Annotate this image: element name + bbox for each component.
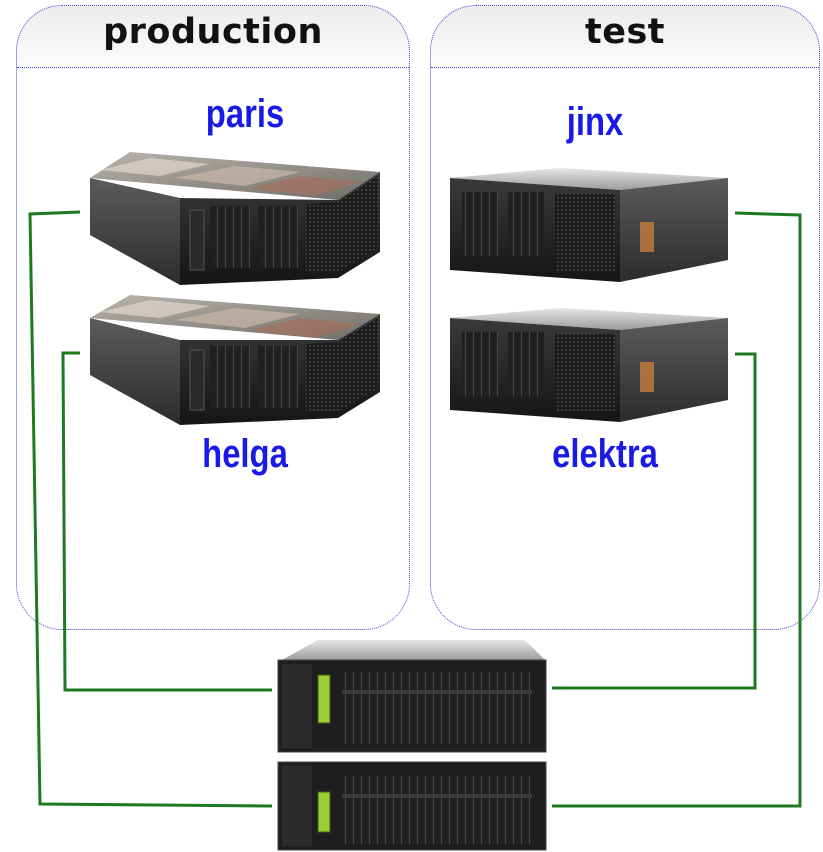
link-paris-storage [28, 210, 273, 808]
label-elektra: elektra [552, 432, 658, 476]
test-divider [431, 67, 819, 68]
server-jinx-image [450, 168, 728, 282]
test-title: test [584, 12, 666, 52]
production-title: production [103, 12, 323, 52]
label-jinx: jinx [566, 100, 624, 144]
server-helga-image [90, 295, 380, 425]
label-helga: helga [202, 432, 288, 476]
link-elektra-storage [552, 352, 757, 690]
link-jinx-storage [552, 211, 802, 808]
storage-unit-1-image [277, 640, 547, 753]
link-helga-storage [61, 351, 272, 692]
storage-unit-2-image [277, 761, 547, 851]
server-paris-image [90, 152, 380, 285]
label-paris: paris [205, 92, 285, 136]
production-divider [17, 67, 409, 68]
server-elektra-image [450, 308, 728, 422]
